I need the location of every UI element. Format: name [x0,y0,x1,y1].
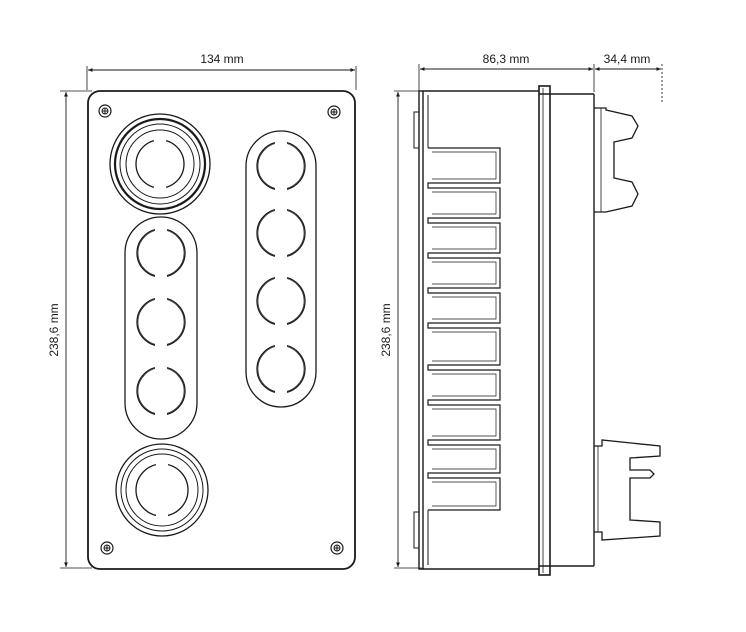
side-height-label: 238,6 mm [379,303,393,356]
side-depth-dimension: 86,3 mm [418,52,595,92]
side-height-dimension: 238,6 mm [379,90,422,569]
side-flange [538,85,551,576]
side-housing [423,90,595,570]
side-cooling-ribs [427,147,501,511]
side-view: 86,3 mm 34,4 mm 238,6 mm [379,52,663,576]
right-button-slot [245,130,317,408]
screw-bottom-left-icon [100,541,114,555]
right-slot-hole-1 [255,140,307,192]
screw-top-right-icon [327,105,341,119]
left-slot-hole-2 [135,296,187,348]
right-slot-hole-2 [255,207,307,259]
left-slot-hole-1 [135,227,187,279]
screw-bottom-right-icon [330,541,344,555]
front-width-dimension: 134 mm [86,52,357,90]
side-top-bracket [594,107,639,213]
bottom-collar-button [115,443,209,537]
right-slot-hole-3 [255,275,307,327]
right-slot-hole-4 [255,343,307,395]
screw-top-left-icon [98,104,112,118]
side-lid-plate [413,90,424,570]
front-view: 134 mm 238,6 mm [47,52,357,570]
side-bottom-bracket [594,439,661,541]
front-width-label: 134 mm [200,52,243,66]
front-height-label: 238,6 mm [47,303,61,356]
left-slot-hole-3 [135,365,187,417]
top-collar-button [109,113,211,215]
side-extra-label: 34,4 mm [604,52,651,66]
front-height-dimension: 238,6 mm [47,90,92,569]
side-cooling-ribs-inner [432,151,497,507]
side-extra-dimension: 34,4 mm [595,52,663,102]
side-depth-label: 86,3 mm [483,52,530,66]
front-enclosure [87,90,356,570]
left-button-slot [124,216,198,440]
